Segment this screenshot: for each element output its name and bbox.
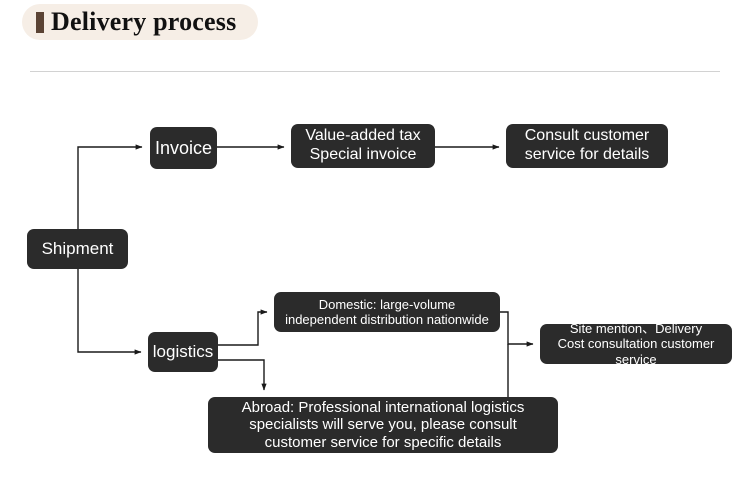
node-domestic-distribution[interactable]: Domestic: large-volume independent distr…: [274, 292, 500, 332]
node-value-added-tax[interactable]: Value-added tax Special invoice: [291, 124, 435, 168]
edge-shipment-logistics: [77, 269, 142, 355]
accent-bar-icon: [36, 11, 44, 33]
node-consult-customer-service[interactable]: Consult customer service for details: [506, 124, 668, 168]
page-header-banner: Delivery process: [22, 4, 259, 40]
edge-logistics-abroad: [218, 359, 267, 391]
node-site-mention-delivery[interactable]: Site mention、Delivery Cost consultation …: [540, 321, 732, 367]
header-divider: [30, 71, 720, 72]
edge-domestic-site: [500, 311, 534, 347]
node-logistics[interactable]: logistics: [148, 332, 218, 372]
node-shipment[interactable]: Shipment: [27, 229, 128, 269]
node-abroad-international-logistics[interactable]: Abroad: Professional international logis…: [208, 397, 558, 453]
node-invoice[interactable]: Invoice: [150, 127, 217, 169]
edge-logistics-domestic: [218, 309, 268, 346]
edge-shipment-invoice: [77, 144, 143, 229]
page-title: Delivery process: [51, 7, 237, 36]
